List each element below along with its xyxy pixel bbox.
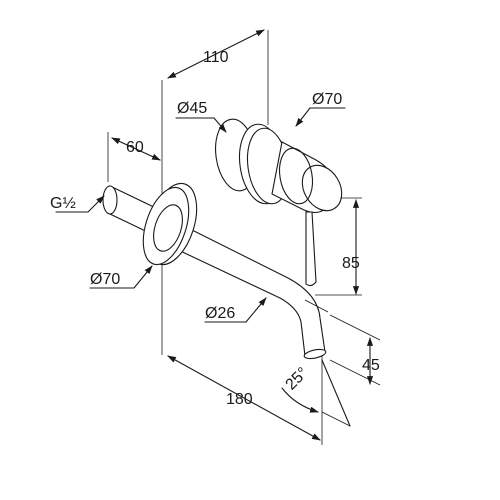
dia-26-label: Ø26 — [205, 305, 235, 322]
lever-handle — [305, 211, 317, 287]
thread-label: G½ — [50, 195, 76, 212]
dia-70-top-label: Ø70 — [312, 91, 342, 108]
dia-70-left-label: Ø70 — [90, 271, 120, 288]
dim-85-label: 85 — [342, 255, 360, 272]
spout — [169, 218, 329, 360]
dimension-lines — [111, 29, 374, 441]
dim-180-label: 180 — [226, 391, 253, 408]
spout-rosette — [142, 182, 198, 266]
mixer-body — [215, 118, 343, 214]
dim-110-label: 110 — [203, 49, 229, 66]
leader-lines — [55, 107, 346, 323]
dim-45-label: 45 — [362, 357, 380, 374]
dim-60-label: 60 — [126, 139, 144, 156]
angle-25-label: 25° — [283, 364, 312, 393]
dia-45-label: Ø45 — [177, 100, 207, 117]
